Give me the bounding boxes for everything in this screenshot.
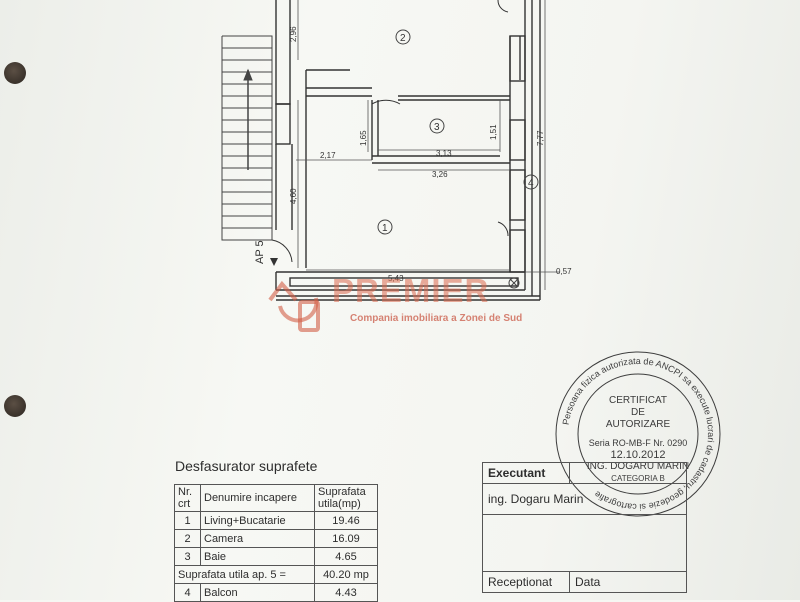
row-name: Baie xyxy=(200,547,315,566)
dimension-lines xyxy=(296,0,560,290)
row-name: Camera xyxy=(200,529,315,548)
header-nr: Nr. crt xyxy=(174,484,201,512)
row-nr: 2 xyxy=(174,529,201,548)
table-row: 4 Balcon 4.43 xyxy=(174,583,378,602)
total-value: 40.20 mp xyxy=(314,565,378,584)
date-label: Data xyxy=(569,571,687,593)
stamp-series: Seria RO-MB-F Nr. 0290 xyxy=(588,438,688,448)
stamp-line-3: AUTORIZARE xyxy=(605,419,671,430)
room-label-1: 1 xyxy=(382,223,388,234)
row-area: 4.43 xyxy=(314,583,378,602)
dim-151: 1,51 xyxy=(489,124,498,140)
dim-057: 0,57 xyxy=(556,267,572,276)
binder-hole-top xyxy=(4,62,26,84)
row-name: Living+Bucatarie xyxy=(200,511,315,530)
dim-296: 2,96 xyxy=(289,26,298,42)
executor-blank xyxy=(569,462,687,484)
row-area: 4.65 xyxy=(314,547,378,566)
header-area: Suprafata utila(mp) xyxy=(314,484,378,512)
area-summary-table: Nr. crt Denumire incapere Suprafata util… xyxy=(174,484,378,602)
watermark-brand: PREMIER xyxy=(332,272,490,309)
dim-543: 5,43 xyxy=(388,274,404,283)
dim-165: 1,65 xyxy=(359,130,368,146)
table-header-row: Nr. crt Denumire incapere Suprafata util… xyxy=(174,484,378,512)
received-label: Receptionat xyxy=(482,571,570,593)
row-nr: 3 xyxy=(174,547,201,566)
apartment-label: AP 5 xyxy=(254,240,266,264)
room-label-2: 2 xyxy=(400,33,406,44)
executor-signature-cell xyxy=(482,514,687,572)
dim-460: 4,60 xyxy=(289,188,298,204)
entry-arrow-icon xyxy=(270,258,278,266)
stamp-date: 12.10.2012 xyxy=(610,449,666,461)
table-row: 3 Baie 4.65 xyxy=(174,547,378,566)
row-area: 16.09 xyxy=(314,529,378,548)
total-row: Suprafata utila ap. 5 = 40.20 mp xyxy=(174,565,378,584)
room-label-3: 3 xyxy=(434,122,440,133)
total-label: Suprafata utila ap. 5 = xyxy=(174,565,315,584)
dim-326: 3,26 xyxy=(432,170,448,179)
watermark-tagline: Compania imobiliara a Zonei de Sud xyxy=(350,313,523,324)
row-nr: 1 xyxy=(174,511,201,530)
table-row: 2 Camera 16.09 xyxy=(174,529,378,548)
row-area: 19.46 xyxy=(314,511,378,530)
executor-label: Executant xyxy=(482,462,570,484)
header-room-name: Denumire incapere xyxy=(200,484,315,512)
premier-logo-icon xyxy=(268,280,320,332)
row-nr: 4 xyxy=(174,583,201,602)
staircase xyxy=(221,35,273,241)
binder-hole-bottom xyxy=(4,395,26,417)
row-name: Balcon xyxy=(200,583,315,602)
dim-217: 2,17 xyxy=(320,151,336,160)
walls xyxy=(271,0,541,301)
executor-table: Executant ing. Dogaru Marin Receptionat … xyxy=(482,462,687,593)
summary-title: Desfasurator suprafete xyxy=(175,458,318,474)
table-row: 1 Living+Bucatarie 19.46 xyxy=(174,511,378,530)
executor-name: ing. Dogaru Marin xyxy=(482,483,687,515)
dim-313: 3,13 xyxy=(436,149,452,158)
watermark: PREMIER Compania imobiliara a Zonei de S… xyxy=(272,272,532,332)
dim-777: 7,77 xyxy=(536,130,545,146)
room-markers xyxy=(377,29,539,289)
stamp-line-2: DE xyxy=(631,407,645,418)
room-label-4: 4 xyxy=(528,178,534,189)
stamp-line-1: CERTIFICAT xyxy=(609,395,667,406)
